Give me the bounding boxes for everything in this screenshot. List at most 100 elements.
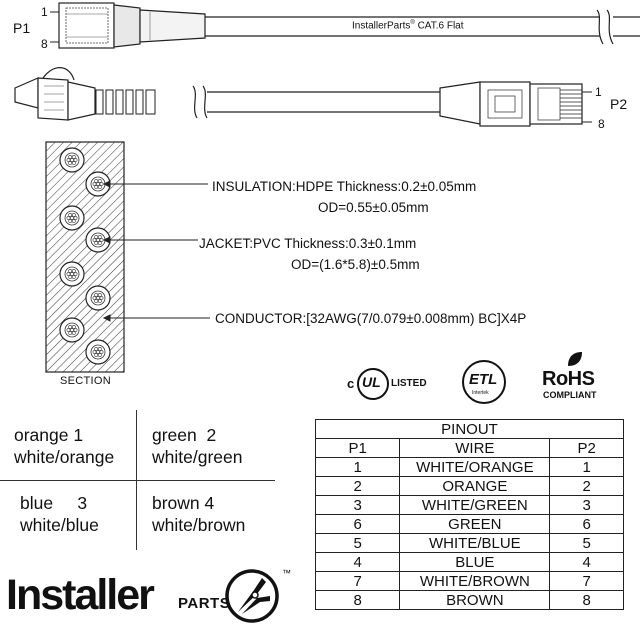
- pinout-cell-wire: GREEN: [399, 514, 551, 534]
- conductor-strand: [71, 275, 76, 279]
- pinout-cell-wire: WHITE/ORANGE: [399, 457, 551, 477]
- pinout-cell-p1: 8: [314, 590, 401, 610]
- conductor-strand: [73, 158, 78, 162]
- conductor-strand: [73, 216, 78, 220]
- conductor-strand: [71, 219, 76, 223]
- p1-pin-1-label: 1: [41, 5, 48, 19]
- conductor-insulation: [85, 339, 111, 365]
- pinout-cell-p2: 2: [549, 476, 624, 496]
- conductor-strand: [94, 235, 99, 239]
- color-key-brown-label: brown 4: [152, 493, 215, 513]
- pinout-cell-wire: WHITE/BROWN: [399, 571, 551, 591]
- conductor-core: [64, 210, 80, 226]
- conductor-strand: [68, 275, 73, 279]
- conductor-core: [90, 290, 106, 306]
- ul-listed-text: LISTED: [391, 378, 427, 389]
- callout-conductor: CONDUCTOR:[32AWG(7/0.079±0.008mm) BC]X4P: [215, 311, 527, 326]
- conductor-strand: [92, 350, 97, 354]
- conductor-strand: [97, 179, 102, 183]
- conductor-strand: [71, 269, 76, 273]
- conductor-core: [90, 344, 106, 360]
- conductor-strand: [96, 296, 100, 300]
- pinout-header-wire: WIRE: [399, 438, 551, 458]
- conductor-strand: [97, 185, 102, 189]
- conductor-insulation: [59, 205, 85, 231]
- conductor-strand: [94, 179, 99, 183]
- conductor-core: [64, 266, 80, 282]
- flat-cable-side: [192, 85, 440, 119]
- ul-circle-icon: [357, 368, 389, 400]
- logo-parts-text: PARTS: [178, 595, 231, 612]
- installerparts-logo: Installer PARTS ™: [6, 568, 296, 628]
- conductor-strand: [70, 328, 74, 332]
- color-key-blue: blue 3 white/blue: [20, 492, 99, 536]
- logo-trademark: ™: [282, 568, 291, 578]
- pinout-title: PINOUT: [315, 419, 624, 439]
- conductor-strand: [94, 299, 99, 303]
- conductor-strand: [71, 325, 76, 329]
- pinout-cell-p2: 5: [549, 533, 624, 553]
- color-key-orange-label: orange 1: [14, 425, 84, 445]
- etl-intertek-text: Intertek: [472, 390, 489, 396]
- ul-letters: UL: [362, 374, 381, 390]
- conductor-strand: [99, 296, 104, 300]
- conductor-strand: [94, 353, 99, 357]
- p2-pin-8-label: 8: [598, 117, 605, 131]
- conductor-insulation: [59, 317, 85, 343]
- callout-insulation-line2: OD=0.55±0.05mm: [318, 200, 429, 215]
- conductor-strand: [92, 182, 97, 186]
- cable-print-brand: InstallerParts: [352, 20, 411, 32]
- pinout-cell-p2: 7: [549, 571, 624, 591]
- conductor-insulation: [85, 285, 111, 311]
- pinout-cell-p1: 7: [314, 571, 401, 591]
- conductor-core: [64, 322, 80, 338]
- cable-print-suffix: CAT.6 Flat: [417, 20, 464, 32]
- callout-jacket-line1: JACKET:PVC Thickness:0.3±0.1mm: [199, 236, 417, 251]
- conductor-strand: [99, 350, 104, 354]
- ul-listed-mark: c UL LISTED: [347, 366, 437, 402]
- color-key-grid: orange 1 white/orange green 2 white/gree…: [0, 410, 280, 550]
- conductor-strand: [70, 272, 74, 276]
- pinout-cell-p1: 1: [314, 457, 401, 477]
- p1-connector-top: [58, 2, 206, 49]
- ul-c-letter: c: [347, 376, 355, 391]
- pinout-cell-p1: 6: [314, 514, 401, 534]
- conductor-strand: [96, 350, 100, 354]
- pinout-cell-p1: 2: [314, 476, 401, 496]
- cable-drawing: [14, 2, 640, 127]
- pinout-cell-p1: 5: [314, 533, 401, 553]
- color-key-white-brown-label: white/brown: [152, 515, 246, 535]
- conductor-insulation: [59, 261, 85, 287]
- p2-pin-1-label: 1: [595, 85, 602, 99]
- conductor-strand: [94, 347, 99, 351]
- conductor-strand: [71, 213, 76, 217]
- cable-print-registered: ®: [410, 20, 415, 26]
- color-key-orange: orange 1 white/orange: [14, 424, 114, 468]
- conductor-strand: [66, 216, 71, 220]
- cable-print: InstallerParts® CAT.6 Flat: [352, 20, 464, 31]
- conductor-strand: [97, 235, 102, 239]
- color-key-blue-label: blue 3: [20, 493, 88, 513]
- pinout-cell-p2: 8: [549, 590, 624, 610]
- pinout-header-p2: P2: [549, 438, 624, 458]
- conductor-strand: [71, 161, 76, 165]
- conductor-strand: [96, 238, 100, 242]
- conductor-strand: [97, 347, 102, 351]
- conductor-strand: [97, 241, 102, 245]
- pinout-cell-p2: 3: [549, 495, 624, 515]
- conductor-pairs: [59, 147, 111, 365]
- conductor-strand: [68, 155, 73, 159]
- color-key-white-blue-label: white/blue: [20, 515, 99, 535]
- rohs-mark: RoHS COMPLIANT: [542, 350, 608, 404]
- conductor-strand: [94, 293, 99, 297]
- conductor-strand: [71, 155, 76, 159]
- p2-connector: [439, 81, 592, 127]
- jacket-section: [45, 141, 125, 373]
